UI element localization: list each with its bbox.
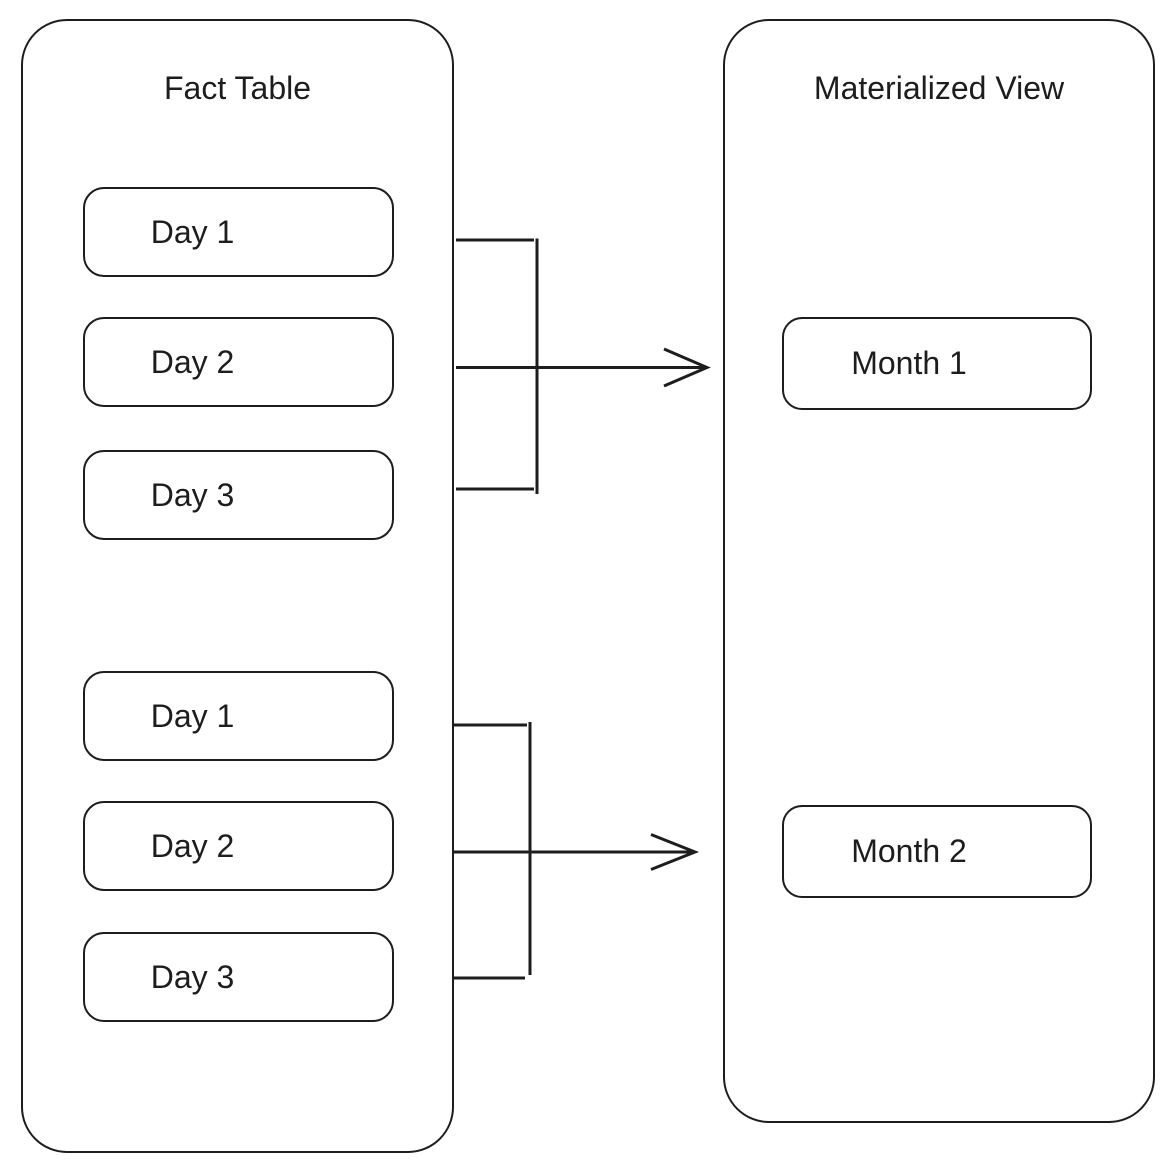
month-1-box: Month 1: [782, 317, 1092, 410]
materialized-view-container: Materialized View Month 1 Month 2: [723, 19, 1155, 1123]
arrowhead-icon: [663, 347, 711, 388]
fact-row-label: Day 2: [150, 343, 235, 380]
month-row-label: Month 2: [851, 833, 967, 869]
fact-row-group1-day2: Day 2: [83, 317, 394, 407]
arrowhead-icon: [650, 833, 700, 871]
fact-row-group1-day3: Day 3: [83, 450, 394, 540]
month-2-box: Month 2: [782, 805, 1092, 898]
fact-row-group2-day2: Day 2: [83, 801, 394, 891]
fact-row-label: Day 3: [150, 958, 235, 995]
fact-row-group2-day1: Day 1: [83, 671, 394, 761]
materialized-view-title: Materialized View: [813, 70, 1065, 106]
fact-table-title: Fact Table: [163, 70, 312, 106]
fact-row-group2-day3: Day 3: [83, 932, 394, 1022]
fact-row-label: Day 1: [150, 697, 235, 734]
month-row-label: Month 1: [851, 345, 967, 381]
fact-row-label: Day 2: [150, 827, 235, 864]
fact-row-group1-day1: Day 1: [83, 187, 394, 277]
fact-row-label: Day 3: [150, 476, 235, 513]
group2-to-month2-connector: [452, 722, 700, 980]
group1-to-month1-connector: [456, 238, 711, 494]
fact-table-container: Fact Table Day 1 Day 2 Day 3 Day 1 Day 2…: [21, 19, 454, 1153]
fact-row-label: Day 1: [150, 213, 235, 250]
